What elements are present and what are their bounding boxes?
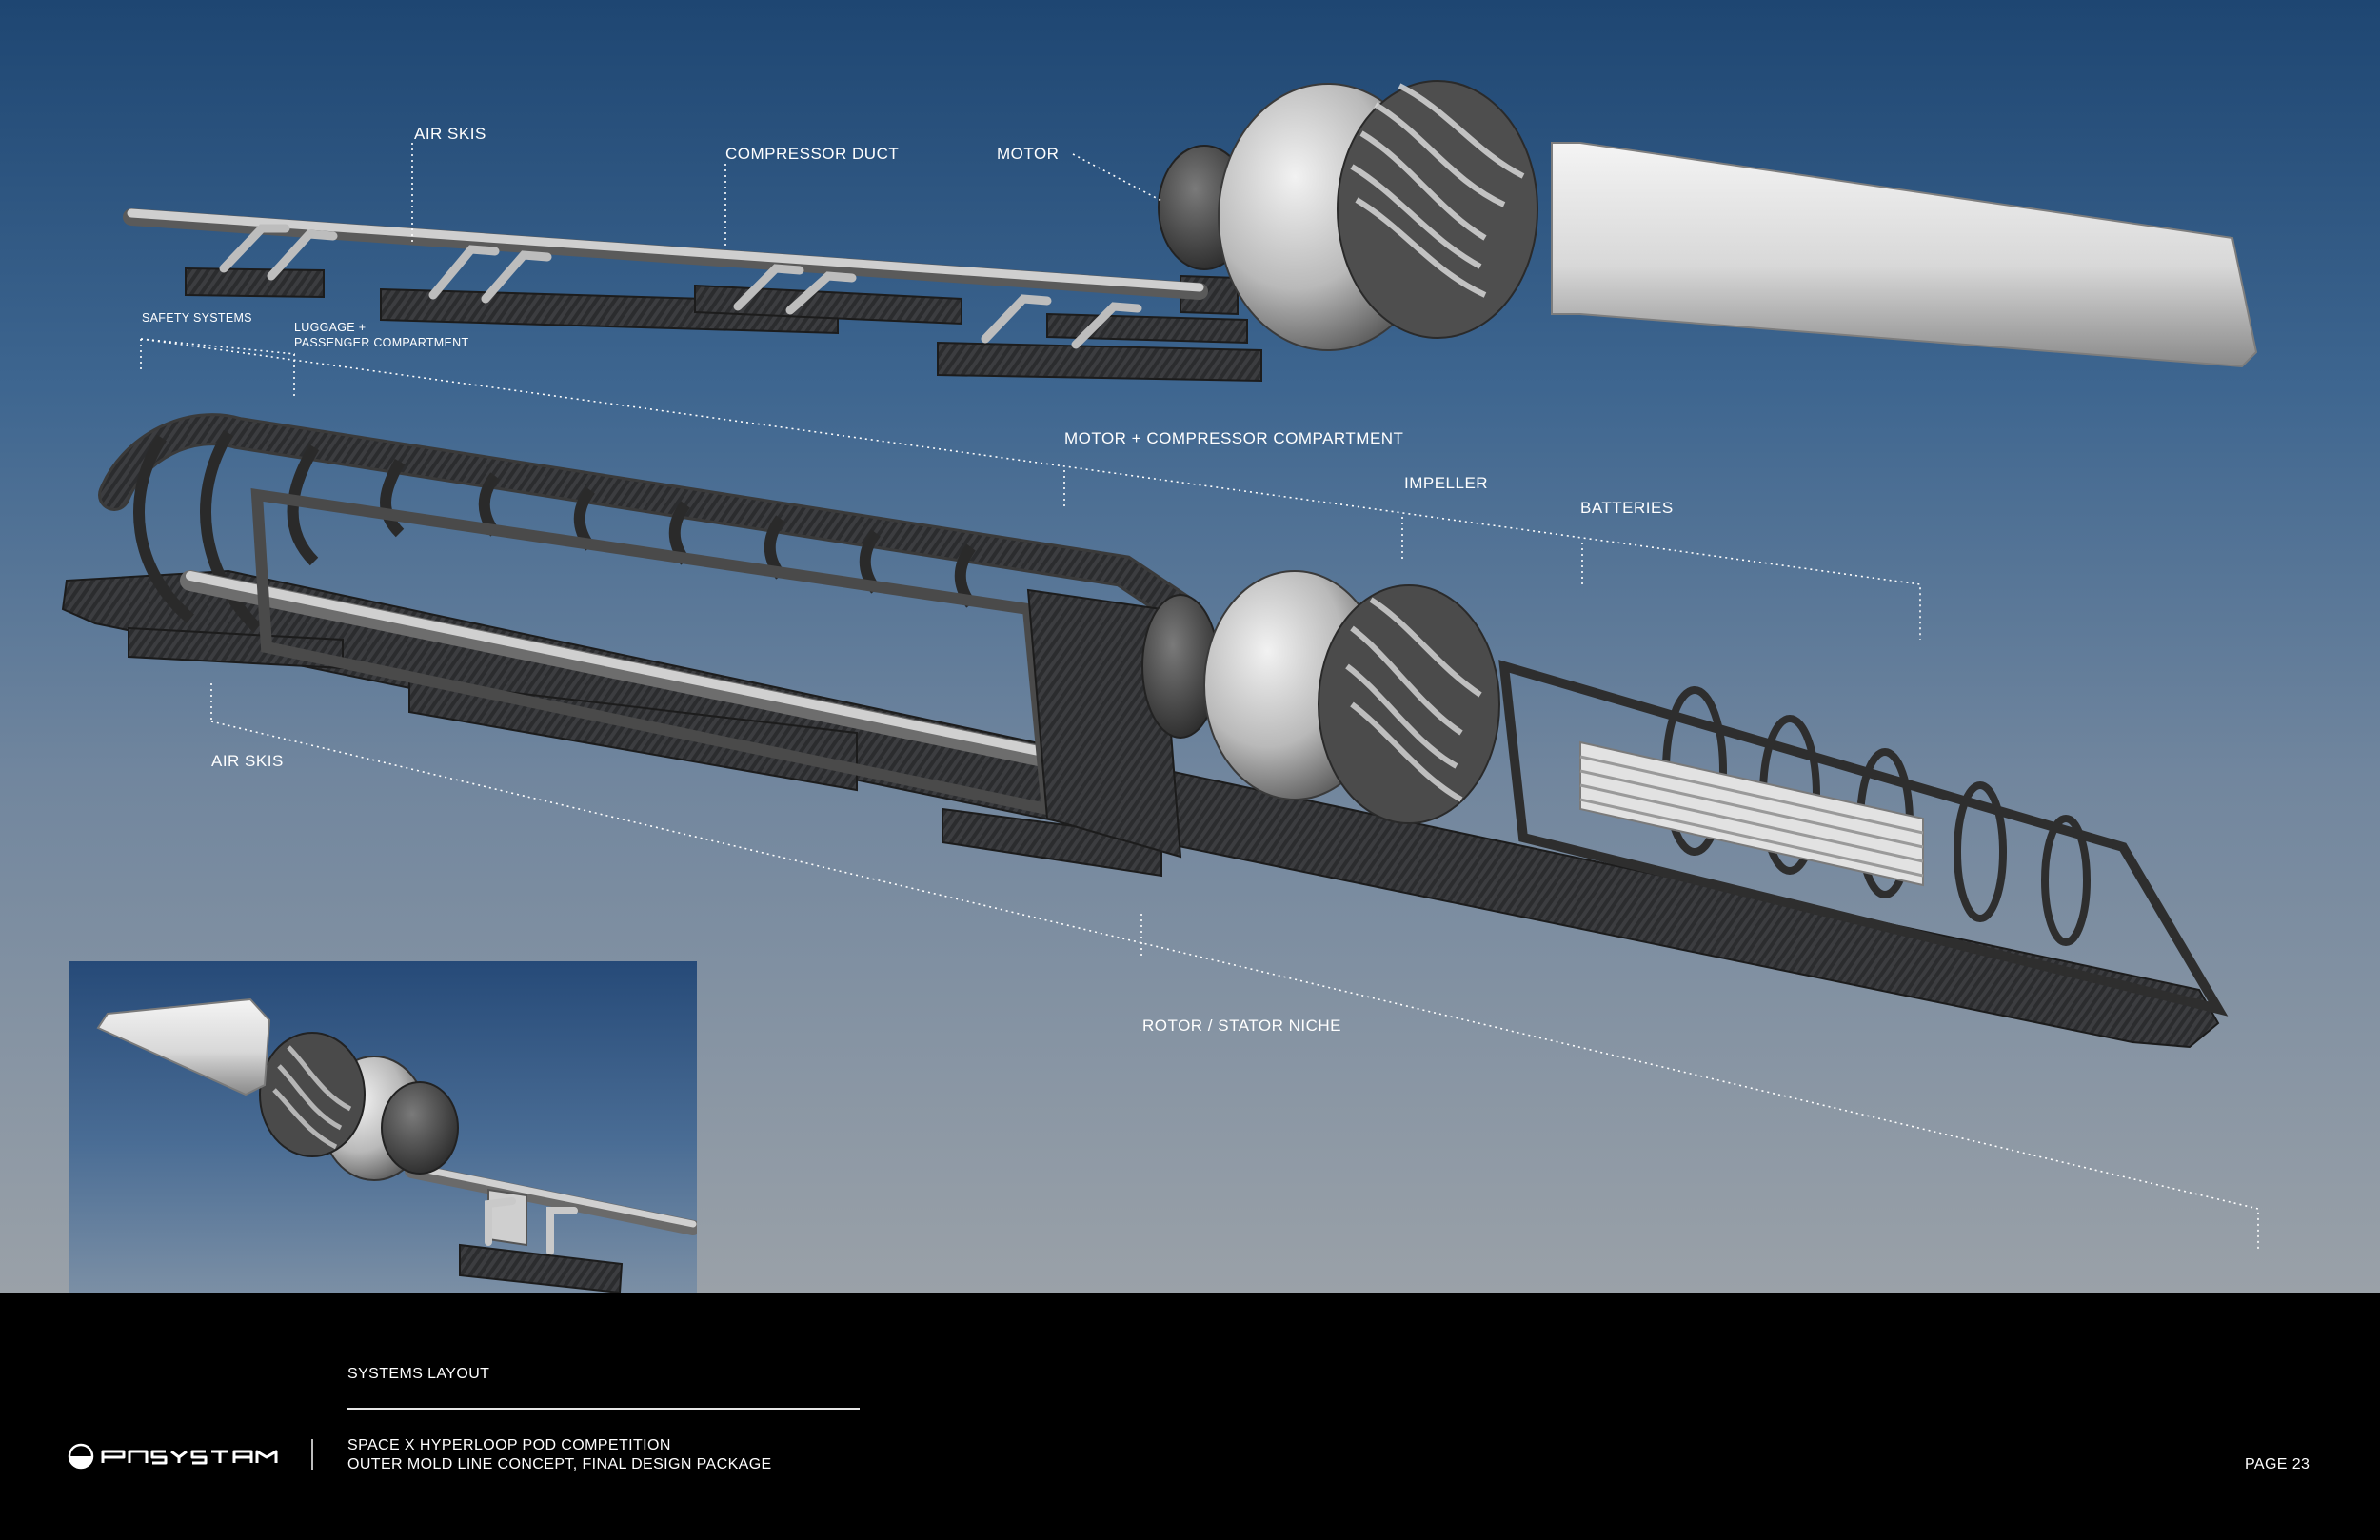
label-batteries: BATTERIES	[1580, 499, 1674, 517]
label-air-skis-bottom: AIR SKIS	[211, 752, 284, 770]
footer-page-number: PAGE 23	[2245, 1456, 2311, 1472]
wordmark-graphic	[101, 1450, 278, 1465]
label-luggage-line1: LUGGAGE +	[294, 321, 367, 334]
bottom-impeller	[1318, 584, 1500, 824]
footer-competition-line: SPACE X HYPERLOOP POD COMPETITION	[347, 1437, 671, 1453]
pod-render	[61, 80, 2259, 1251]
top-struts	[219, 224, 1142, 349]
footer-title-rule	[347, 1408, 860, 1410]
label-luggage-line2: PASSENGER COMPARTMENT	[294, 336, 469, 349]
label-safety-systems: SAFETY SYSTEMS	[142, 311, 252, 325]
label-air-skis-top: AIR SKIS	[414, 125, 486, 143]
top-assembly	[123, 80, 2258, 383]
label-rotor-stator-niche: ROTOR / STATOR NICHE	[1142, 1017, 1341, 1035]
battery-cage	[1498, 660, 2229, 1017]
bottom-assembly	[61, 413, 2229, 1049]
nose-cone	[1551, 142, 2258, 368]
half-circle-logo-icon	[68, 1443, 94, 1470]
label-compressor-duct: COMPRESSOR DUCT	[725, 145, 900, 163]
footer-section-title: SYSTEMS LAYOUT	[347, 1366, 490, 1382]
company-logo	[68, 1443, 278, 1470]
battery-cells	[1579, 740, 1924, 887]
impeller-blades	[1337, 80, 1538, 339]
label-motor: MOTOR	[997, 145, 1060, 163]
label-motor-compressor-compartment: MOTOR + COMPRESSOR COMPARTMENT	[1064, 429, 1404, 447]
render-canvas: AIR SKIS COMPRESSOR DUCT MOTOR SAFETY SY…	[0, 0, 2380, 1293]
inset-render	[96, 997, 697, 1293]
footer-vertical-separator	[311, 1439, 313, 1470]
inset-rear-view	[69, 961, 697, 1293]
footer-package-line: OUTER MOLD LINE CONCEPT, FINAL DESIGN PA…	[347, 1456, 772, 1472]
leader-lines	[140, 143, 2259, 1251]
label-impeller: IMPELLER	[1404, 474, 1489, 492]
footer-bar	[0, 1293, 2380, 1540]
